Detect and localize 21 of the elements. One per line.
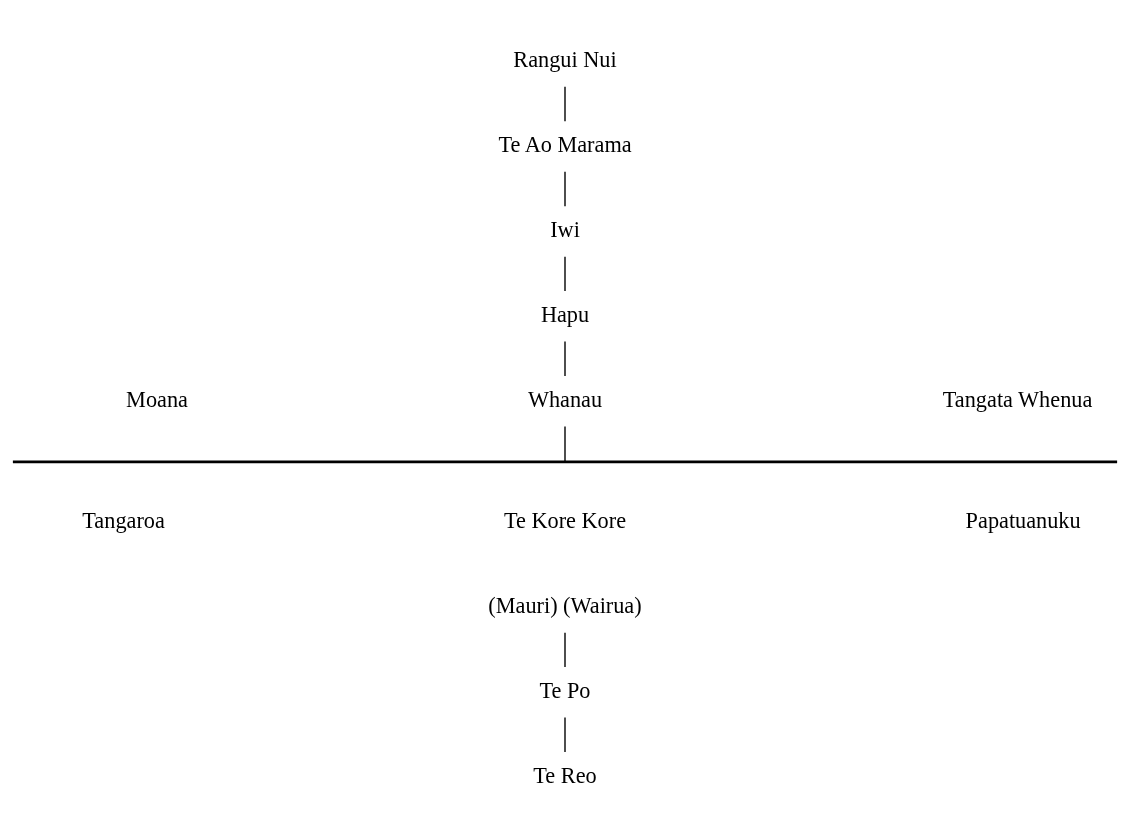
connector bbox=[564, 631, 566, 668]
connector bbox=[564, 425, 566, 462]
node-text: Iwi bbox=[550, 216, 580, 242]
node-text: Te Po bbox=[539, 677, 591, 703]
node-text: Rangui Nui bbox=[513, 46, 617, 72]
node-text: Hapu bbox=[540, 301, 590, 327]
node-text: Te Reo bbox=[533, 762, 597, 788]
label: Tangaroa bbox=[82, 507, 165, 533]
connector bbox=[564, 340, 566, 377]
node-text: Te Kore Kore bbox=[503, 507, 627, 533]
node-text: Whanau bbox=[527, 386, 603, 412]
label: Moana bbox=[126, 386, 188, 412]
connector bbox=[564, 716, 566, 753]
node-text: Te Ao Marama bbox=[498, 131, 632, 157]
connector bbox=[564, 170, 566, 207]
label: Tangata Whenua bbox=[942, 386, 1093, 412]
connector bbox=[564, 255, 566, 292]
node-text: (Mauri) (Wairua) bbox=[488, 592, 642, 618]
node-bar bbox=[12, 460, 1118, 463]
connector bbox=[564, 85, 566, 122]
label: Papatuanuku bbox=[965, 507, 1081, 533]
